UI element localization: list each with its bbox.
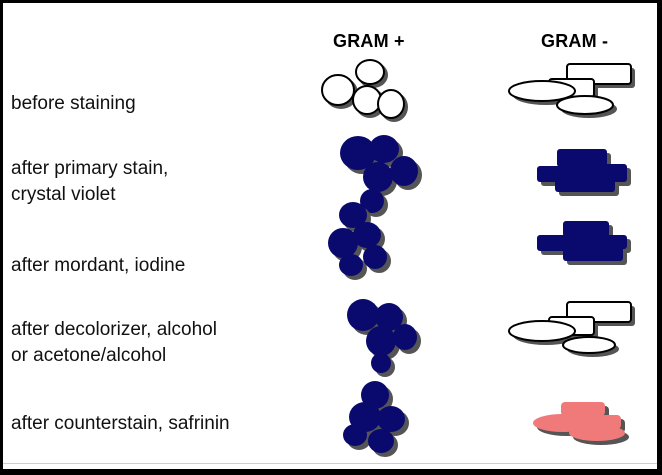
row-label-after-decolorizer: after decolorizer, alcohol or acetone/al… bbox=[11, 319, 217, 366]
row-label-after-primary-stain: after primary stain, crystal violet bbox=[11, 158, 169, 205]
row-label-before-staining: before staining bbox=[11, 93, 136, 114]
gram-negative-rods-crystal-violet bbox=[523, 148, 643, 203]
gram-positive-cocci-iodine bbox=[325, 201, 405, 286]
gram-positive-cocci-unstained bbox=[318, 57, 418, 137]
gram-negative-rods-counterstained bbox=[527, 401, 642, 451]
gram-negative-rods-unstained bbox=[508, 61, 641, 126]
column-header-gram-negative: GRAM - bbox=[541, 31, 609, 51]
column-header-gram-positive: GRAM + bbox=[333, 31, 405, 51]
gram-positive-cocci-counterstained bbox=[337, 381, 427, 466]
gram-stain-diagram: GRAM + GRAM - before staining after prim… bbox=[3, 3, 657, 469]
gram-negative-rods-iodine bbox=[523, 219, 643, 277]
gram-positive-cocci-decolorized bbox=[345, 299, 445, 384]
row-label-after-mordant: after mordant, iodine bbox=[11, 255, 186, 276]
gram-negative-rods-decolorized bbox=[508, 299, 641, 364]
bottom-border-line bbox=[3, 463, 657, 464]
gram-positive-cocci-crystal-violet bbox=[338, 135, 438, 225]
row-label-after-counterstain: after counterstain, safrinin bbox=[11, 413, 230, 434]
